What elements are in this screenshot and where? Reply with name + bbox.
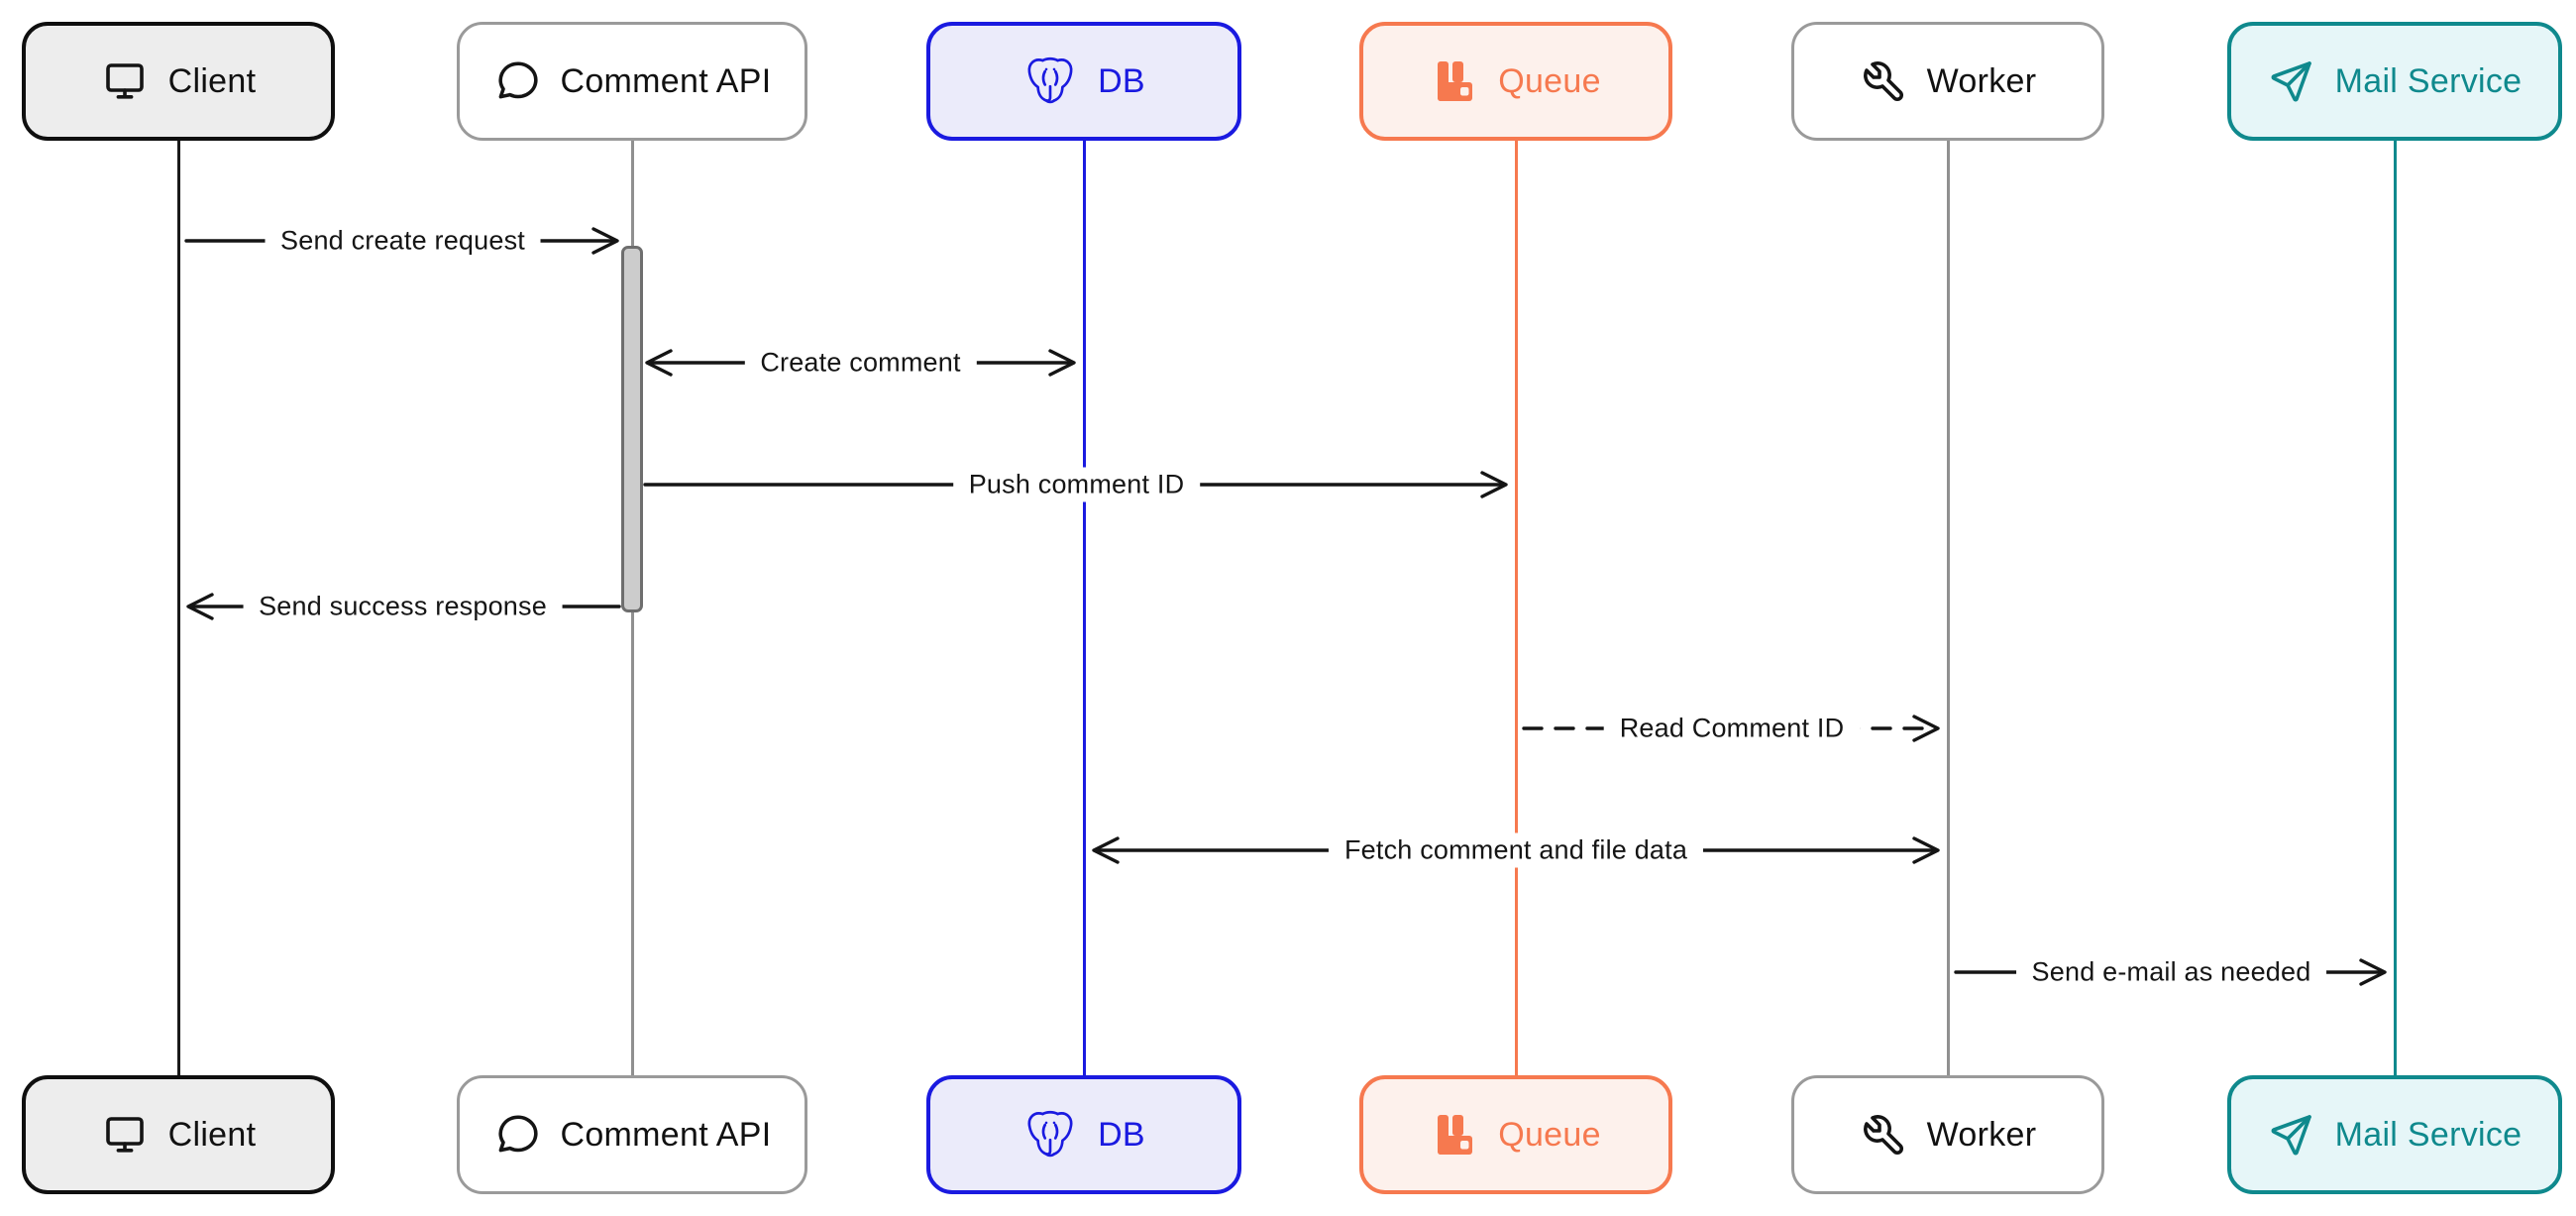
- message-label: Send create request: [265, 223, 541, 259]
- actor-db-top: DB: [926, 22, 1241, 141]
- message-label: Push comment ID: [952, 467, 1201, 502]
- actor-label: Client: [167, 1116, 257, 1154]
- lifeline-db: [1082, 141, 1086, 1075]
- message-label: Send e-mail as needed: [2015, 954, 2327, 990]
- lifeline-client: [176, 141, 180, 1075]
- lifeline-worker: [1946, 141, 1950, 1075]
- message-label: Read Comment ID: [1603, 711, 1861, 746]
- actor-queue-top: Queue: [1359, 22, 1672, 141]
- actor-comment-api-bottom: Comment API: [457, 1075, 807, 1194]
- message-label: Create comment: [744, 345, 977, 381]
- wrench-icon: [1860, 57, 1907, 105]
- actor-label: Worker: [1926, 62, 2037, 100]
- activation-bar-comment-api: [621, 246, 643, 612]
- actor-label: DB: [1098, 1116, 1145, 1154]
- actor-db-bottom: DB: [926, 1075, 1241, 1194]
- actor-label: Client: [167, 62, 257, 100]
- actor-comment-api-top: Comment API: [457, 22, 807, 141]
- actor-client-top: Client: [22, 22, 335, 141]
- actor-label: Worker: [1926, 1116, 2037, 1154]
- monitor-icon: [101, 57, 149, 105]
- rabbitmq-icon: [1431, 1111, 1478, 1159]
- speech-bubble-icon: [492, 1111, 540, 1159]
- actor-label: Comment API: [560, 62, 772, 100]
- wrench-icon: [1860, 1111, 1907, 1159]
- actor-worker-top: Worker: [1791, 22, 2104, 141]
- lifeline-queue: [1514, 141, 1518, 1075]
- monitor-icon: [101, 1111, 149, 1159]
- actor-label: DB: [1098, 62, 1145, 100]
- actor-label: Comment API: [560, 1116, 772, 1154]
- actor-worker-bottom: Worker: [1791, 1075, 2104, 1194]
- actor-label: Queue: [1498, 1116, 1601, 1154]
- paper-plane-icon: [2268, 1111, 2315, 1159]
- lifeline-mail: [2393, 141, 2397, 1075]
- postgresql-icon: [1022, 54, 1078, 109]
- postgresql-icon: [1022, 1107, 1078, 1162]
- actor-client-bottom: Client: [22, 1075, 335, 1194]
- actor-queue-bottom: Queue: [1359, 1075, 1672, 1194]
- actor-mail-top: Mail Service: [2227, 22, 2562, 141]
- actor-label: Mail Service: [2334, 1116, 2522, 1154]
- actor-mail-bottom: Mail Service: [2227, 1075, 2562, 1194]
- actor-label: Mail Service: [2334, 62, 2522, 100]
- speech-bubble-icon: [492, 57, 540, 105]
- actor-label: Queue: [1498, 62, 1601, 100]
- paper-plane-icon: [2268, 57, 2315, 105]
- message-label: Send success response: [243, 589, 563, 624]
- message-label: Fetch comment and file data: [1328, 832, 1704, 868]
- rabbitmq-icon: [1431, 57, 1478, 105]
